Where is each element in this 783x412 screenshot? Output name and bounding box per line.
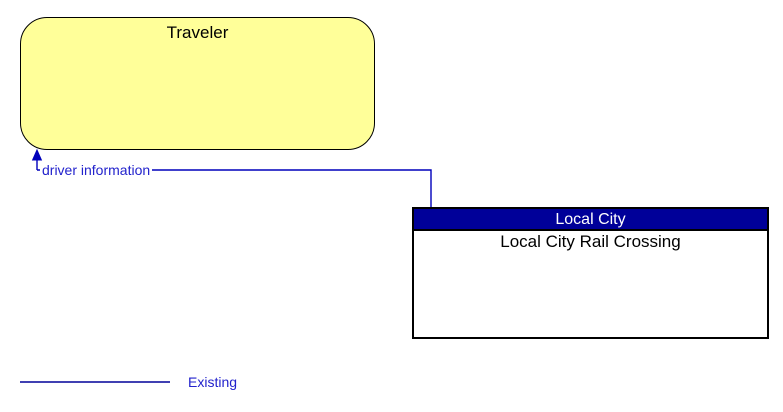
- flow-label-driver-information[interactable]: driver information: [40, 162, 153, 178]
- entity-traveler-title: Traveler: [166, 23, 229, 42]
- flow-connector-line: [37, 169, 432, 209]
- entity-traveler[interactable]: Traveler: [20, 17, 375, 150]
- entity-local-city-subtitle: Local City Rail Crossing: [500, 232, 681, 251]
- entity-local-city[interactable]: Local City Local City Rail Crossing: [412, 207, 769, 339]
- entity-local-city-header: Local City: [414, 209, 767, 231]
- legend-label-existing: Existing: [188, 374, 238, 390]
